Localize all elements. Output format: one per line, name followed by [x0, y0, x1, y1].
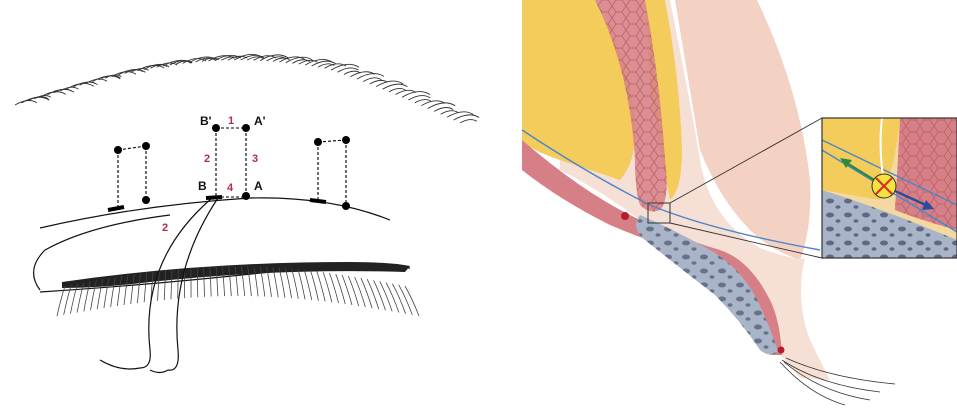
- suture-point: [342, 136, 350, 144]
- eyelid-cross-section-illustration: [500, 0, 957, 410]
- eyelash: [392, 284, 405, 314]
- eyelash: [342, 275, 352, 305]
- suture-point: [142, 142, 150, 150]
- brow-hair: [15, 101, 37, 105]
- eyelash: [317, 271, 325, 301]
- brow-hair: [318, 64, 334, 67]
- brow-hair: [67, 83, 94, 89]
- suture-point: [142, 196, 150, 204]
- label-b: B: [198, 179, 207, 193]
- suture-placement-svg: B' A' B A 1 2 3 4 2: [0, 0, 480, 410]
- suture-point: [114, 146, 122, 154]
- suture-loop-right: [318, 140, 346, 206]
- suture-bite-left: [108, 207, 124, 210]
- eyelash: [367, 279, 379, 309]
- label-b-prime: B': [200, 114, 212, 128]
- step-number-2-lid: 2: [162, 222, 168, 234]
- brow-hair: [383, 84, 408, 89]
- eyelash: [361, 278, 372, 308]
- eyelash: [304, 270, 311, 300]
- suture-thread-1: [140, 198, 212, 368]
- point-a: [242, 192, 250, 200]
- suture-placement-diagram: B' A' B A 1 2 3 4 2: [0, 0, 480, 410]
- eyelash: [355, 277, 366, 307]
- label-a-prime: A': [254, 114, 266, 128]
- peripheral-arcade-vessel: [778, 347, 785, 354]
- step-number-4: 4: [227, 182, 234, 194]
- eyelash: [70, 284, 77, 314]
- step-number-2: 2: [204, 153, 210, 165]
- suture-bite-right: [310, 200, 326, 202]
- eyelash: [386, 283, 399, 313]
- needle-1: [100, 360, 140, 369]
- eyelash: [348, 276, 358, 306]
- eyelash: [298, 269, 305, 299]
- eyelash: [380, 281, 392, 311]
- brow-hair: [267, 57, 287, 61]
- point-b-prime: [212, 124, 220, 132]
- suture-point: [314, 138, 322, 146]
- needle-2: [150, 370, 168, 373]
- suture-bite-center: [206, 197, 222, 198]
- step-number-1: 1: [228, 115, 234, 127]
- eyelash: [374, 280, 386, 310]
- suture-loop-left: [118, 146, 146, 208]
- cross-section-svg: [500, 0, 957, 410]
- eyelash: [197, 267, 198, 297]
- step-number-3: 3: [252, 153, 258, 165]
- eyebrow: [15, 54, 479, 123]
- brow-hair: [428, 103, 455, 109]
- eyelash: [399, 285, 413, 315]
- brow-hair: [454, 115, 480, 120]
- marginal-arcade-vessel: [621, 212, 629, 220]
- eyelash: [311, 271, 319, 301]
- eyelash: [292, 269, 299, 299]
- suture-point: [342, 202, 350, 210]
- point-a-prime: [242, 124, 250, 132]
- brow-hair: [41, 92, 66, 97]
- label-a: A: [254, 179, 263, 193]
- eyelash: [285, 268, 291, 298]
- brow-hair: [460, 120, 477, 123]
- eyelash: [64, 285, 72, 315]
